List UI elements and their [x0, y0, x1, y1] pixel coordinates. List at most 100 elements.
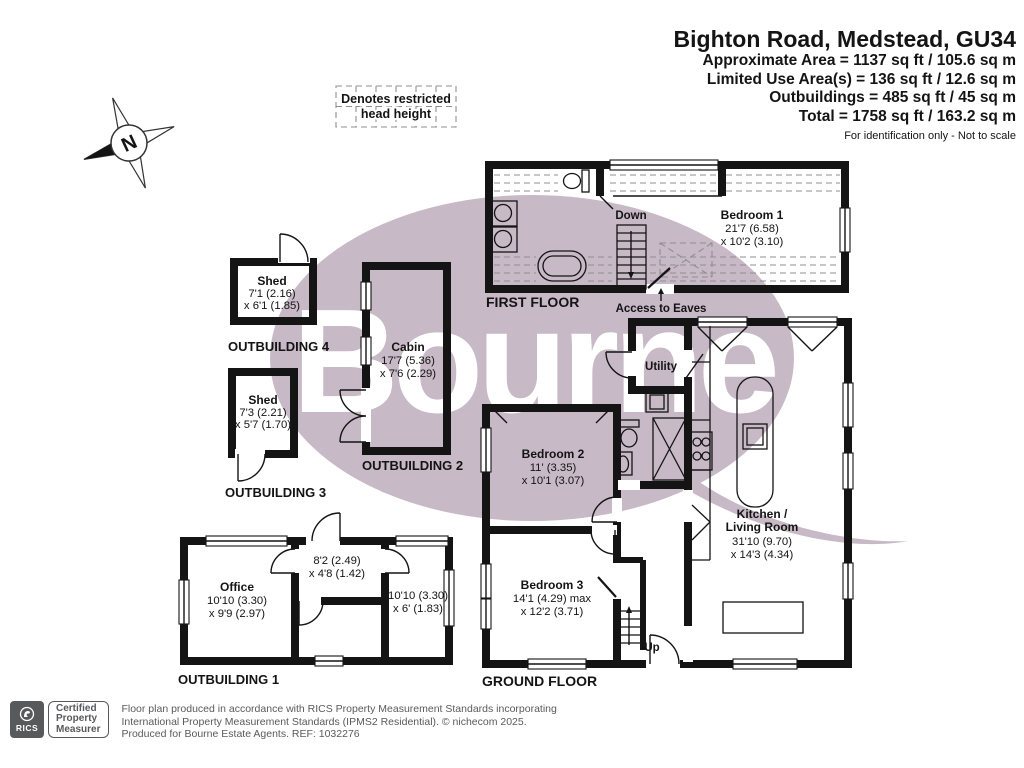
first-floor-title: FIRST FLOOR	[486, 294, 579, 310]
outbuilding-2: Cabin 17'7 (5.36) x 7'6 (2.29) OUTBUILDI…	[339, 262, 463, 473]
access-to-eaves-label: Access to Eaves	[616, 303, 707, 315]
outbuilding-3: Shed 7'3 (2.21) x 5'7 (1.70) OUTBUILDING…	[225, 368, 326, 500]
kitchen-label-2: Living Room	[726, 520, 799, 534]
door-gap	[683, 490, 693, 522]
door-gap	[683, 350, 693, 377]
ob4-dim1: 7'1 (2.16)	[248, 288, 296, 300]
rics-brand-label: RICS	[15, 723, 39, 733]
eaves-cross	[659, 242, 713, 278]
window	[360, 281, 372, 366]
ob3-title: OUTBUILDING 3	[225, 485, 326, 500]
bedroom1-label: Bedroom 1	[721, 208, 784, 222]
shower-door-gap	[618, 480, 640, 490]
disclaimer-line3: Produced for Bourne Estate Agents. REF: …	[121, 728, 360, 740]
restricted-height-legend: Denotes restricted head height	[335, 85, 457, 128]
kitchen-dim1: 31'10 (9.70)	[732, 536, 792, 548]
door-gap	[683, 626, 693, 662]
bedroom2-label: Bedroom 2	[522, 447, 585, 461]
eaves-arrowhead	[658, 288, 664, 294]
outbuilding-4: Shed 7'1 (2.16) x 6'1 (1.85) OUTBUILDING…	[228, 233, 330, 354]
door-gap	[278, 253, 310, 263]
legend-line2: head height	[361, 107, 432, 121]
window	[480, 316, 854, 670]
stairs-down	[616, 224, 647, 290]
door-arc	[270, 512, 410, 626]
badge-line3: Measurer	[56, 723, 101, 735]
disclaimer: Floor plan produced in accordance with R…	[121, 701, 556, 741]
badge-line2: Property	[56, 713, 98, 725]
kitchen-island	[736, 376, 774, 508]
limited-use-area: Limited Use Area(s) = 136 sq ft / 12.6 s…	[706, 70, 1016, 88]
footer: RICS Certified Property Measurer Floor p…	[10, 701, 557, 741]
first-floor-plan: Down Bedroom 1 21'7 (6.58) x 10'2 (3.10)…	[485, 159, 851, 315]
bedroom2-dim1: 11' (3.35)	[530, 462, 577, 474]
utility-sink-icon	[645, 391, 669, 413]
restricted-height-hatch	[494, 174, 840, 192]
approximate-area: Approximate Area = 1137 sq ft / 105.6 sq…	[702, 52, 1016, 69]
toilet-icon	[618, 419, 640, 448]
bathroom-door-leaf	[599, 195, 614, 210]
door-arc	[237, 453, 266, 482]
legend-hatch	[336, 86, 456, 127]
stairs-down-label: Down	[615, 210, 646, 222]
door-gap	[235, 449, 265, 459]
double-sink-icon	[489, 200, 518, 253]
ob1-title: OUTBUILDING 1	[178, 672, 279, 687]
bedroom2-door-gap	[612, 498, 622, 522]
french-door-arcs	[339, 389, 367, 443]
outbuilding-1: Office 10'10 (3.30) x 9'9 (2.97) 8'2 (2.…	[178, 512, 455, 687]
ob2-title: OUTBUILDING 2	[362, 458, 463, 473]
ob4-room-label: Shed	[257, 274, 286, 288]
bedroom1-dim1: 21'7 (6.58)	[725, 223, 779, 235]
shower-icon	[652, 417, 687, 481]
ob2-room-label: Cabin	[391, 340, 424, 354]
ob2-dim1: 17'7 (5.36)	[381, 355, 435, 367]
ob1-office-dim2: x 9'9 (2.97)	[209, 608, 265, 620]
eaves-door-gap	[646, 284, 674, 294]
ob3-room-label: Shed	[248, 393, 277, 407]
header: Bighton Road, Medstead, GU34 Approximate…	[674, 26, 1016, 142]
outbuildings-area: Outbuildings = 485 sq ft / 45 sq m	[769, 89, 1016, 106]
identification-note: For identification only - Not to scale	[844, 130, 1016, 142]
stairs-up	[617, 606, 643, 645]
bedroom3-door-gap	[592, 525, 617, 535]
compass-icon: N	[83, 97, 175, 189]
property-title: Bighton Road, Medstead, GU34	[673, 26, 1016, 52]
bathtub-icon	[537, 250, 587, 282]
total-area: Total = 1758 sq ft / 163.2 sq m	[798, 107, 1016, 125]
disclaimer-line2: International Property Measurement Stand…	[121, 715, 527, 728]
door-arc	[279, 233, 309, 263]
utility-label: Utility	[645, 361, 678, 373]
ob4-dim2: x 6'1 (1.85)	[244, 300, 300, 312]
ob3-dim1: 7'3 (2.21)	[239, 407, 287, 419]
bedroom3-dim2: x 12'2 (3.71)	[521, 606, 584, 618]
door-gap	[306, 536, 340, 546]
watermark-swoosh	[686, 481, 908, 545]
wall	[291, 541, 389, 661]
rics-crest-icon	[19, 706, 35, 722]
disclaimer-line1: Floor plan produced in accordance with R…	[121, 703, 557, 715]
kitchen-dim2: x 14'3 (4.34)	[731, 549, 794, 561]
stairs-up-label: Up	[644, 642, 659, 654]
wall-tick	[494, 410, 609, 424]
closet-opening	[612, 563, 622, 599]
ob2-dim2: x 7'6 (2.29)	[380, 368, 436, 380]
ob1-hall-dim1: 8'2 (2.49)	[313, 555, 361, 567]
hob-icon	[689, 431, 713, 471]
front-door-gap	[646, 659, 680, 669]
ground-floor-title: GROUND FLOOR	[482, 673, 597, 689]
restricted-height-hatch	[494, 256, 840, 282]
sink-icon	[614, 451, 633, 476]
rics-logo: RICS	[10, 701, 44, 738]
wall	[596, 165, 726, 196]
door-gap	[361, 388, 371, 442]
bedroom2-dim2: x 10'1 (3.07)	[522, 475, 585, 487]
utility-door-gap	[627, 351, 637, 376]
bedroom1-dim2: x 10'2 (3.10)	[721, 236, 784, 248]
window	[178, 535, 455, 667]
ob1-office-dim1: 10'10 (3.30)	[207, 595, 267, 607]
bedroom3-label: Bedroom 3	[521, 578, 584, 592]
eaves-store-box	[659, 242, 713, 278]
ground-floor-plan: Utility Up Bedroom 2 11' (3.35) x 10'1 (…	[480, 316, 854, 689]
